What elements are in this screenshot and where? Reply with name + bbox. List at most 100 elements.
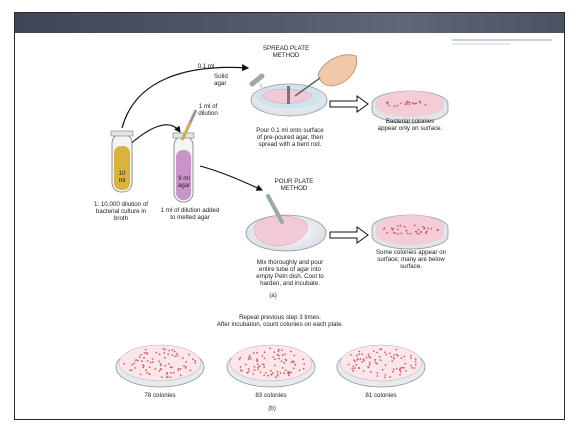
colony-dot xyxy=(143,352,145,354)
colony-dot xyxy=(352,370,354,372)
colony-dot xyxy=(278,349,280,351)
plate-2-caption: 83 colonies xyxy=(241,392,301,399)
count-plate-1 xyxy=(116,345,204,387)
colony-dot xyxy=(400,371,402,373)
colony-dot xyxy=(135,359,137,361)
colony-dot xyxy=(129,369,131,371)
colony-dot xyxy=(369,364,371,366)
colony-dot xyxy=(358,351,360,353)
colony-dot xyxy=(391,227,393,229)
pour-result-dish xyxy=(372,215,448,249)
colony-dot xyxy=(391,360,393,362)
colony-dot xyxy=(290,351,292,353)
colony-dot xyxy=(415,364,417,366)
pour-caption: Mix thoroughly and pour entire tube of a… xyxy=(244,259,336,287)
colony-dot xyxy=(379,356,381,358)
colony-dot xyxy=(178,368,180,370)
colony-dot xyxy=(407,233,409,235)
colony-dot xyxy=(171,367,173,369)
melted-agar-caption: 1 ml of dilution added to melted agar xyxy=(150,207,230,221)
colony-dot xyxy=(294,364,296,366)
colony-dot xyxy=(293,368,295,370)
colony-dot xyxy=(174,355,176,357)
colony-dot xyxy=(414,225,416,227)
colony-dot xyxy=(393,368,395,370)
colony-dot xyxy=(180,368,182,370)
colony-dot xyxy=(280,372,282,374)
colony-dot xyxy=(396,349,398,351)
colony-dot xyxy=(376,372,378,374)
colony-dot xyxy=(400,225,402,227)
colony-dot xyxy=(182,357,184,359)
colony-dot xyxy=(274,365,276,367)
colony-dot xyxy=(264,357,266,359)
colony-dot xyxy=(150,362,152,364)
colony-dot xyxy=(134,367,136,369)
colony-dot xyxy=(354,367,356,369)
colony-dot xyxy=(384,351,386,353)
colony-dot xyxy=(419,102,421,104)
spread-result-caption: Bacterial colonies appear only on surfac… xyxy=(370,118,450,132)
colony-dot xyxy=(259,365,261,367)
colony-dot xyxy=(270,370,272,372)
colony-dot xyxy=(376,363,378,365)
colony-dot xyxy=(278,358,280,360)
colony-dot xyxy=(164,349,166,351)
colony-dot xyxy=(368,354,370,356)
colony-dot xyxy=(277,374,279,376)
colony-dot xyxy=(353,365,355,367)
colony-dot xyxy=(385,354,387,356)
colony-dot xyxy=(171,354,173,356)
dilution-volume-label: 1 ml of dilution xyxy=(188,103,228,117)
colony-dot xyxy=(392,371,394,373)
colony-dot xyxy=(163,348,165,350)
colony-dot xyxy=(391,356,393,358)
colony-dot xyxy=(406,101,408,103)
colony-dot xyxy=(293,355,295,357)
colony-dot xyxy=(399,368,401,370)
repeat-instructions: Repeat previous step 3 times. After incu… xyxy=(200,314,360,328)
colony-dot xyxy=(185,361,187,363)
colony-dot xyxy=(299,369,301,371)
transfer-arrow-pour xyxy=(200,166,262,190)
colony-dot xyxy=(415,231,417,233)
colony-dot xyxy=(403,356,405,358)
colony-dot xyxy=(401,232,403,234)
colony-dot xyxy=(393,357,395,359)
colony-dot xyxy=(176,353,178,355)
colony-dot xyxy=(172,349,174,351)
hand-with-rod xyxy=(295,55,357,96)
colony-dot xyxy=(437,229,439,231)
colony-dot xyxy=(133,362,135,364)
colony-dot xyxy=(404,363,406,365)
colony-dot xyxy=(425,104,427,106)
colony-dot xyxy=(291,362,293,364)
colony-dot xyxy=(361,361,363,363)
colony-dot xyxy=(160,363,162,365)
colony-dot xyxy=(273,351,275,353)
colony-dot xyxy=(252,373,254,375)
colony-dot xyxy=(370,371,372,373)
colony-dot xyxy=(397,229,399,231)
colony-dot xyxy=(159,370,161,372)
colony-dot xyxy=(149,373,151,375)
colony-dot xyxy=(256,360,258,362)
colony-dot xyxy=(188,354,190,356)
colony-dot xyxy=(285,369,287,371)
colony-dot xyxy=(164,357,166,359)
result-arrow-spread xyxy=(330,96,368,112)
colony-dot xyxy=(267,375,269,377)
colony-dot xyxy=(348,364,350,366)
colony-dot xyxy=(145,349,147,351)
colony-dot xyxy=(293,361,295,363)
colony-dot xyxy=(272,372,274,374)
colony-dot xyxy=(132,364,134,366)
colony-dot xyxy=(389,376,391,378)
colony-dot xyxy=(425,232,427,234)
colony-dot xyxy=(376,352,378,354)
colony-dot xyxy=(284,353,286,355)
colony-dot xyxy=(257,366,259,368)
colony-dot xyxy=(159,353,161,355)
colony-dot xyxy=(143,365,145,367)
